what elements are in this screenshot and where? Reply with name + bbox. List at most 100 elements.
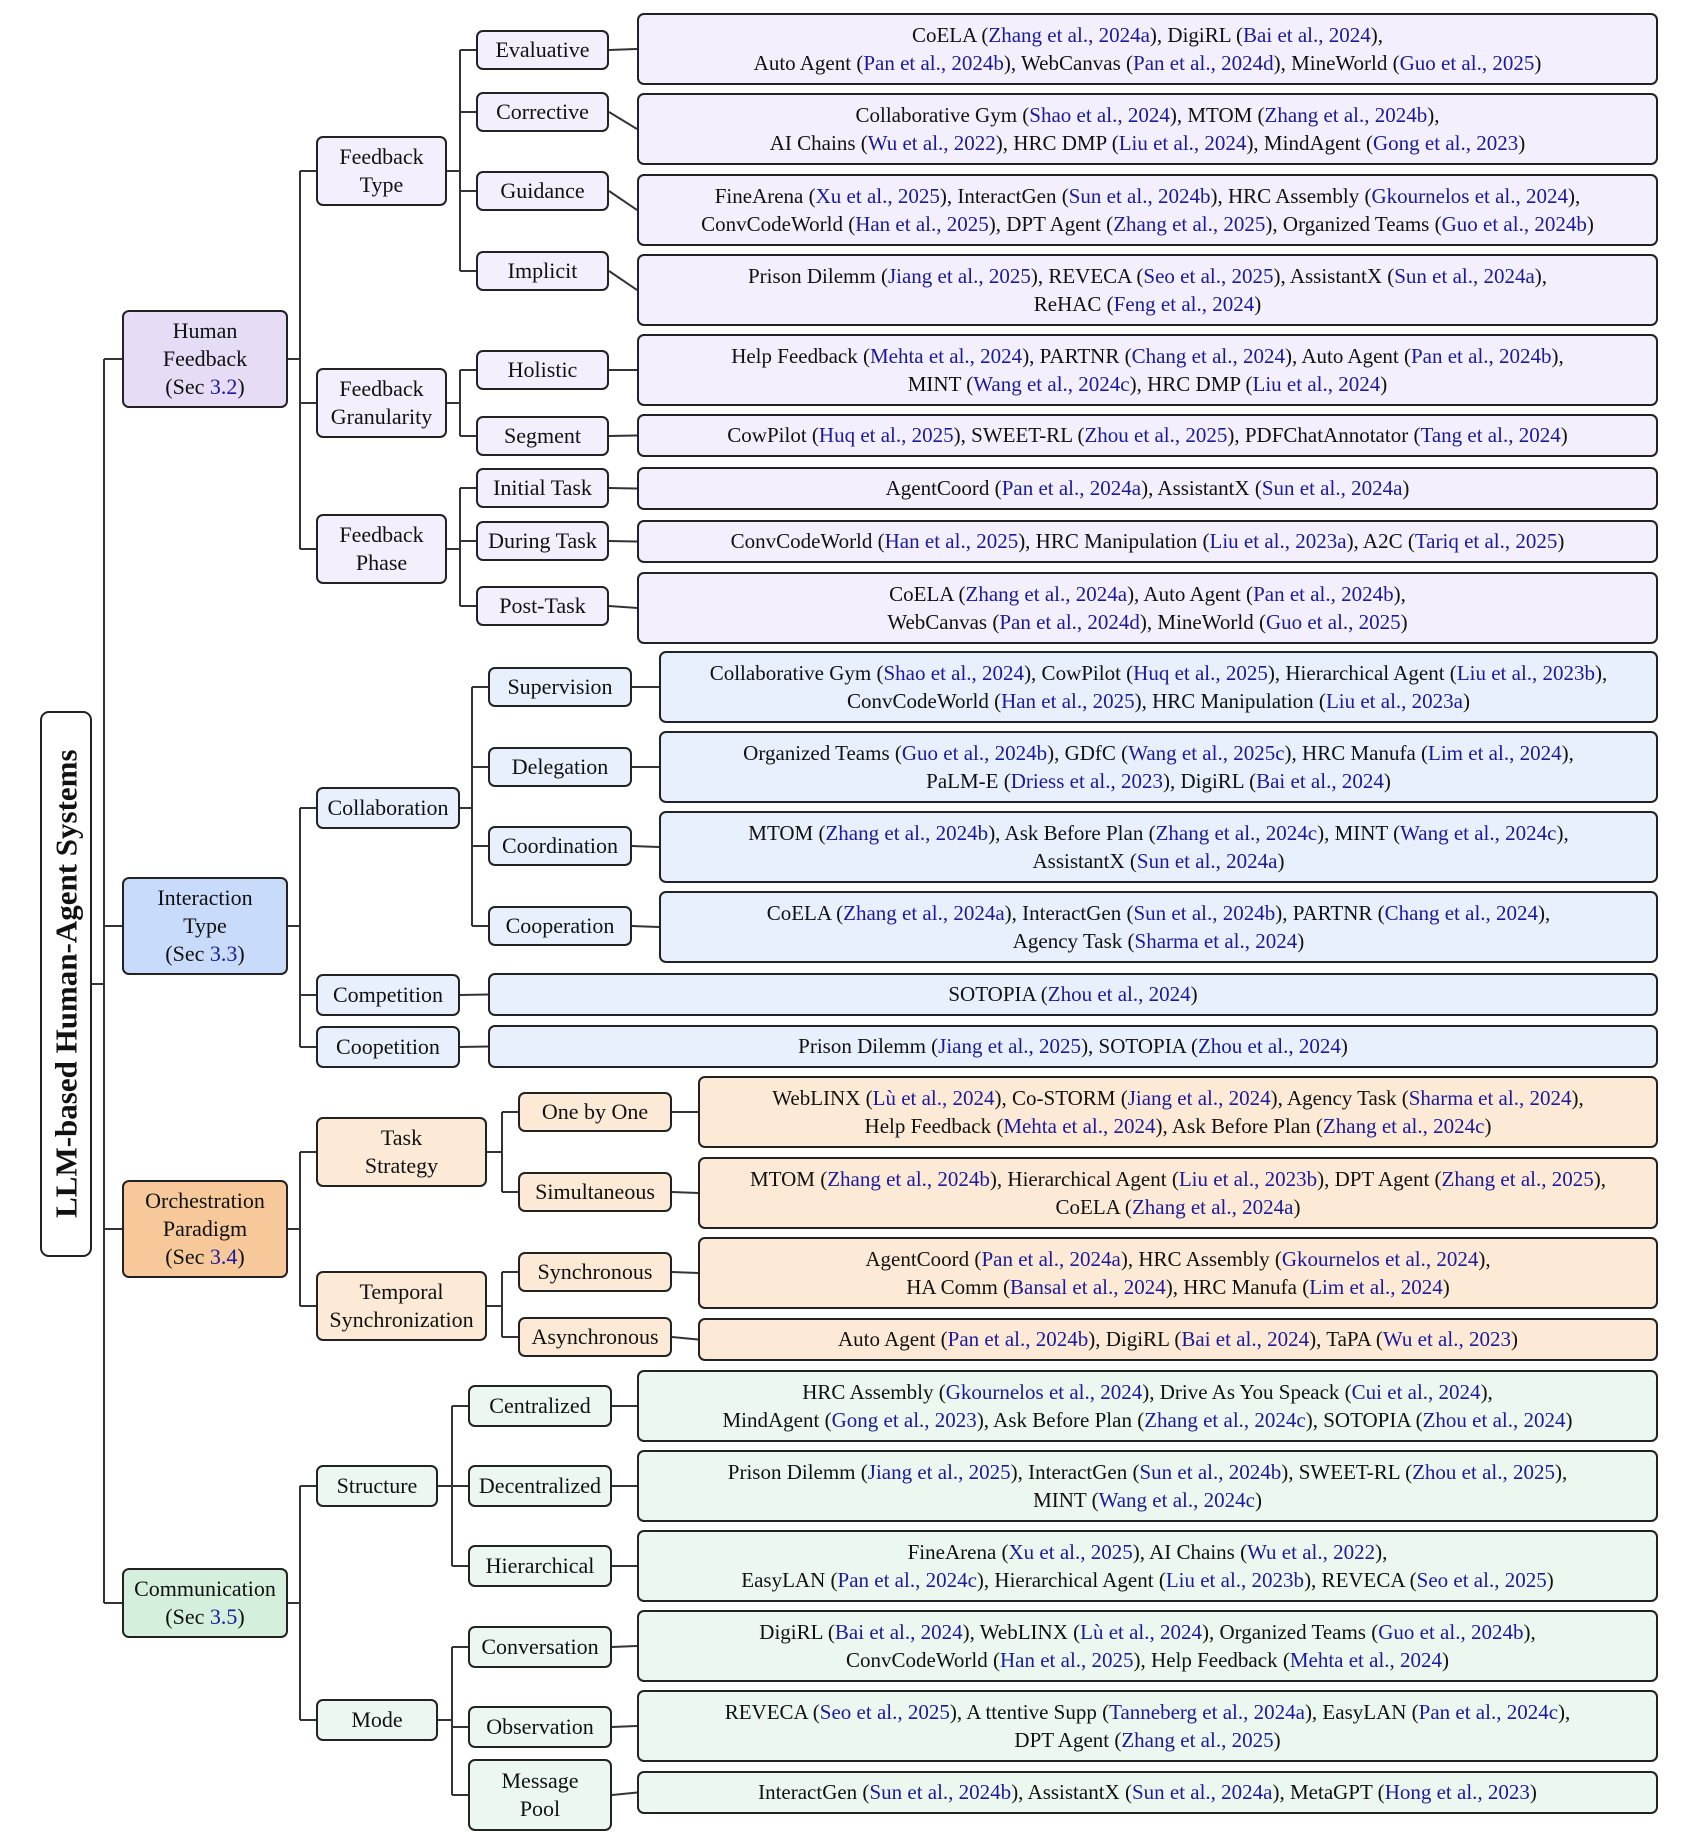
citation-link[interactable]: Wang et al., 2024c xyxy=(973,372,1130,396)
citation-link[interactable]: Zhou et al., 2024 xyxy=(1197,1034,1341,1059)
citation-link[interactable]: Jiang et al., 2025 xyxy=(867,1459,1011,1484)
citation-link[interactable]: Pan et al., 2024c xyxy=(837,1568,977,1592)
citation-link[interactable]: Lim et al., 2024 xyxy=(1428,740,1562,765)
citation-link[interactable]: Guo et al., 2024b xyxy=(1378,1619,1524,1644)
citation-link[interactable]: Liu et al., 2023b xyxy=(1165,1568,1305,1592)
citation-link[interactable]: Zhang et al., 2024a xyxy=(965,581,1128,606)
section-number[interactable]: 3.5 xyxy=(209,1604,238,1629)
citation-link[interactable]: Gkournelos et al., 2024 xyxy=(1371,183,1569,208)
citation-link[interactable]: Seo et al., 2025 xyxy=(819,1699,950,1724)
citation-link[interactable]: Wang et al., 2024c xyxy=(1400,820,1557,845)
citation-link[interactable]: Han et al., 2025 xyxy=(1001,689,1135,713)
citation-link[interactable]: Hong et al., 2023 xyxy=(1384,1780,1530,1805)
citation-link[interactable]: Guo et al., 2025 xyxy=(1265,610,1401,634)
citation-link[interactable]: Zhang et al., 2024c xyxy=(1144,1408,1306,1432)
citation-link[interactable]: Xu et al., 2025 xyxy=(1008,1539,1133,1564)
citation-link[interactable]: Pan et al., 2024b xyxy=(947,1327,1089,1352)
citation-link[interactable]: Zhou et al., 2024 xyxy=(1047,982,1191,1007)
citation-link[interactable]: Gkournelos et al., 2024 xyxy=(945,1379,1143,1404)
citation-link[interactable]: Zhang et al., 2024a xyxy=(843,900,1005,925)
citation-link[interactable]: Gkournelos et al., 2024 xyxy=(1281,1246,1479,1271)
citation-link[interactable]: Liu et al., 2023b xyxy=(1178,1166,1318,1191)
citation-link[interactable]: Pan et al., 2024d xyxy=(1133,51,1274,75)
citation-link[interactable]: Bansal et al., 2024 xyxy=(1010,1275,1166,1299)
citation-link[interactable]: Pan et al., 2024b xyxy=(1253,581,1394,606)
citation-link[interactable]: Cui et al., 2024 xyxy=(1351,1379,1481,1404)
citation-link[interactable]: Zhang et al., 2024a xyxy=(988,22,1150,47)
citation-link[interactable]: Wu et al., 2022 xyxy=(867,131,996,155)
citation-link[interactable]: Huq et al., 2025 xyxy=(1133,660,1268,685)
citation-link[interactable]: Seo et al., 2025 xyxy=(1143,263,1274,288)
citation-link[interactable]: Zhang et al., 2024b xyxy=(825,820,989,845)
citation-link[interactable]: Sharma et al., 2024 xyxy=(1408,1085,1572,1110)
citation-link[interactable]: Zhang et al., 2024c xyxy=(1155,820,1318,845)
citation-link[interactable]: Seo et al., 2025 xyxy=(1416,1568,1547,1592)
citation-link[interactable]: Feng et al., 2024 xyxy=(1113,292,1255,316)
citation-link[interactable]: Zhang et al., 2024b xyxy=(1264,102,1428,127)
citation-link[interactable]: Sun et al., 2024b xyxy=(1139,1459,1282,1484)
citation-link[interactable]: Zhang et al., 2024a xyxy=(1131,1195,1294,1219)
section-number[interactable]: 3.4 xyxy=(209,1243,238,1269)
citation-link[interactable]: Sun et al., 2024a xyxy=(1261,476,1403,501)
section-number[interactable]: 3.3 xyxy=(209,940,238,966)
citation-link[interactable]: Gong et al., 2023 xyxy=(1373,131,1519,155)
citation-link[interactable]: Sun et al., 2024b xyxy=(869,1780,1012,1805)
citation-link[interactable]: Lim et al., 2024 xyxy=(1309,1275,1443,1299)
citation-link[interactable]: Guo et al., 2024b xyxy=(901,740,1048,765)
citation-link[interactable]: Gong et al., 2023 xyxy=(831,1408,977,1432)
citation-link[interactable]: Sharma et al., 2024 xyxy=(1134,929,1298,953)
citation-link[interactable]: Zhou et al., 2025 xyxy=(1412,1459,1555,1484)
citation-link[interactable]: Xu et al., 2025 xyxy=(815,183,940,208)
citation-link[interactable]: Pan et al., 2024a xyxy=(981,1246,1121,1271)
citation-link[interactable]: Liu et al., 2024 xyxy=(1252,372,1381,396)
citation-link[interactable]: Han et al., 2025 xyxy=(855,212,989,236)
citation-link[interactable]: Liu et al., 2023a xyxy=(1209,529,1347,554)
citation-link[interactable]: Jiang et al., 2025 xyxy=(938,1034,1082,1059)
citation-link[interactable]: Chang et al., 2024 xyxy=(1384,900,1539,925)
citation-link[interactable]: Pan et al., 2024b xyxy=(1410,343,1552,368)
citation-link[interactable]: Jiang et al., 2025 xyxy=(887,263,1031,288)
citation-link[interactable]: Guo et al., 2025 xyxy=(1399,51,1535,75)
citation-link[interactable]: Sun et al., 2024b xyxy=(1133,900,1276,925)
citation-link[interactable]: Huq et al., 2025 xyxy=(818,423,954,448)
citation-link[interactable]: Zhang et al., 2024c xyxy=(1322,1114,1485,1138)
citation-link[interactable]: Jiang et al., 2024 xyxy=(1127,1085,1271,1110)
citation-link[interactable]: Tariq et al., 2025 xyxy=(1414,529,1558,554)
citation-link[interactable]: Han et al., 2025 xyxy=(1000,1648,1134,1672)
citation-link[interactable]: Lù et al., 2024 xyxy=(1080,1619,1203,1644)
citation-link[interactable]: Liu et al., 2023a xyxy=(1325,689,1463,713)
citation-link[interactable]: Wang et al., 2024c xyxy=(1098,1488,1255,1512)
citation-link[interactable]: Sun et al., 2024a xyxy=(1394,263,1535,288)
citation-link[interactable]: Bai et al., 2024 xyxy=(1243,22,1371,47)
citation-link[interactable]: Zhou et al., 2025 xyxy=(1084,423,1228,448)
citation-link[interactable]: Zhou et al., 2024 xyxy=(1422,1408,1566,1432)
citation-link[interactable]: Driess et al., 2023 xyxy=(1010,769,1163,793)
citation-link[interactable]: Mehta et al., 2024 xyxy=(1003,1114,1156,1138)
citation-link[interactable]: Bai et al., 2024 xyxy=(834,1619,963,1644)
citation-link[interactable]: Shao et al., 2024 xyxy=(883,660,1025,685)
citation-link[interactable]: Shao et al., 2024 xyxy=(1029,102,1170,127)
citation-link[interactable]: Chang et al., 2024 xyxy=(1131,343,1285,368)
citation-link[interactable]: Zhang et al., 2024b xyxy=(827,1166,990,1191)
citation-link[interactable]: Pan et al., 2024c xyxy=(1418,1699,1559,1724)
citation-link[interactable]: Tang et al., 2024 xyxy=(1420,423,1561,448)
citation-link[interactable]: Sun et al., 2024b xyxy=(1068,183,1211,208)
citation-link[interactable]: Bai et al., 2024 xyxy=(1256,769,1384,793)
citation-link[interactable]: Sun et al., 2024a xyxy=(1136,849,1278,873)
citation-link[interactable]: Wu et al., 2022 xyxy=(1247,1539,1376,1564)
citation-link[interactable]: Tanneberg et al., 2024a xyxy=(1109,1699,1305,1724)
citation-link[interactable]: Pan et al., 2024b xyxy=(863,51,1004,75)
citation-link[interactable]: Pan et al., 2024a xyxy=(1001,476,1142,501)
citation-link[interactable]: Sun et al., 2024a xyxy=(1131,1780,1273,1805)
citation-link[interactable]: Zhang et al., 2025 xyxy=(1121,1728,1274,1752)
citation-link[interactable]: Mehta et al., 2024 xyxy=(869,343,1023,368)
citation-link[interactable]: Lù et al., 2024 xyxy=(872,1085,995,1110)
section-number[interactable]: 3.2 xyxy=(209,373,238,399)
citation-link[interactable]: Pan et al., 2024d xyxy=(999,610,1140,634)
citation-link[interactable]: Liu et al., 2024 xyxy=(1118,131,1247,155)
citation-link[interactable]: Wang et al., 2025c xyxy=(1128,740,1285,765)
citation-link[interactable]: Mehta et al., 2024 xyxy=(1289,1648,1443,1672)
citation-link[interactable]: Liu et al., 2023b xyxy=(1456,660,1596,685)
citation-link[interactable]: Han et al., 2025 xyxy=(884,529,1019,554)
citation-link[interactable]: Guo et al., 2024b xyxy=(1441,212,1587,236)
